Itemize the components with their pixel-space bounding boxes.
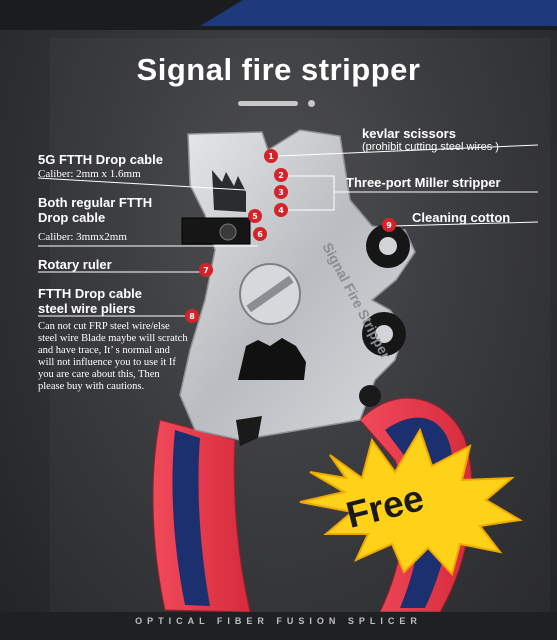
marker-4 (274, 203, 288, 217)
marker-7-label: 7 (203, 266, 209, 275)
marker-3-label: 3 (278, 188, 284, 197)
cotton-roller-top-center (379, 237, 397, 255)
leader-5g (37, 177, 246, 191)
label-cleaning-cotton: Cleaning cotton (412, 210, 511, 225)
top-bar-accent (200, 0, 557, 26)
leader-miller (282, 175, 335, 211)
cotton-roller-bottom-center (375, 325, 393, 343)
free-burst (299, 427, 523, 577)
label-regular-ftth-2: Drop cable (38, 210, 106, 225)
leader-1 (277, 144, 539, 157)
gear (238, 338, 306, 380)
footer-text: OPTICAL FIBER FUSION SPLICER (135, 616, 422, 626)
footer-bar (0, 612, 557, 640)
markers (185, 149, 396, 323)
marker-8-label: 8 (189, 312, 195, 321)
label-5g-ftth: 5G FTTH Drop cable (38, 152, 163, 167)
marker-6-label: 6 (257, 230, 263, 239)
pivot-bolt (359, 385, 381, 407)
marker-2-label: 2 (278, 171, 284, 180)
marker-9 (382, 218, 396, 232)
label-pliers-note: Can not cut FRP steel wire/else steel wi… (38, 321, 188, 392)
marker-1-label: 1 (268, 152, 274, 161)
ruler-slot (246, 275, 294, 313)
insert-screw (219, 223, 237, 241)
label-kevlar-scissors: kevlar scissors (362, 126, 456, 141)
drop-cable-insert (181, 217, 251, 245)
label-pliers-1: FTTH Drop cable (38, 286, 143, 301)
label-miller-stripper: Three-port Miller stripper (346, 175, 501, 190)
latch (236, 416, 262, 446)
jaw-teeth (212, 170, 246, 212)
label-pliers-2: steel wire pliers (38, 301, 136, 316)
label-regular-caliber: Caliber: 3mmx2mm (38, 231, 127, 243)
title-underline (238, 101, 298, 106)
left-handle-grip (172, 430, 210, 606)
marker-9-label: 9 (386, 221, 392, 230)
marker-8 (185, 309, 199, 323)
marker-1 (264, 149, 278, 163)
label-regular-ftth-1: Both regular FTTH (38, 195, 153, 210)
marker-7 (199, 263, 213, 277)
label-rotary-ruler: Rotary ruler (38, 257, 112, 272)
title-dot (308, 100, 315, 107)
marker-4-label: 4 (278, 206, 284, 215)
label-kevlar-note: (prohibit cutting steel wires ) (362, 141, 499, 153)
marker-5-label: 5 (252, 212, 258, 221)
marker-5 (248, 209, 262, 223)
marker-2 (274, 168, 288, 182)
label-5g-caliber: Caliber: 2mm x 1.6mm (38, 168, 141, 180)
marker-3 (274, 185, 288, 199)
marker-6 (253, 227, 267, 241)
page-title: Signal fire stripper (136, 52, 421, 87)
leader-cotton (391, 221, 539, 227)
